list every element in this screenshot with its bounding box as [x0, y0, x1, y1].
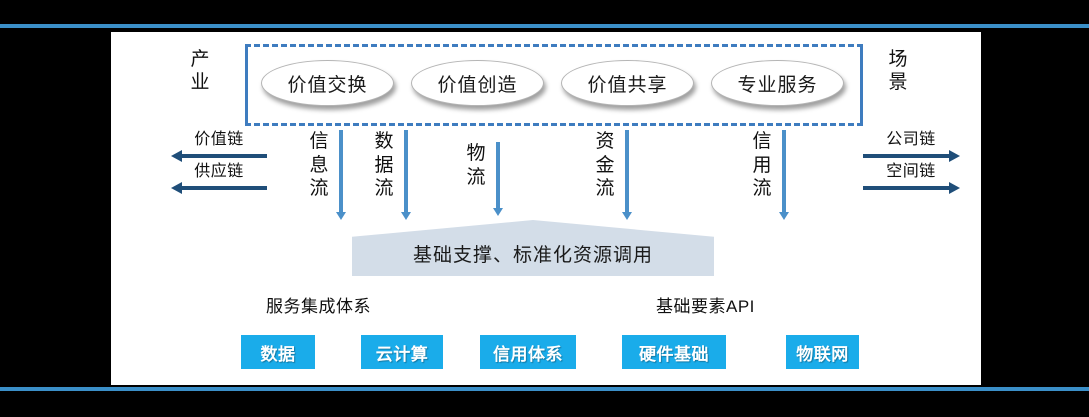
- chain-company-chain: 公司链: [863, 131, 960, 162]
- arrow-shaft: [863, 186, 949, 190]
- foundation-support-banner: 基础支撑、标准化资源调用: [352, 220, 714, 276]
- flow-capital: 资金流: [594, 130, 632, 220]
- flow-information: 信息流: [308, 130, 346, 220]
- chip-data[interactable]: 数据: [241, 335, 315, 369]
- arrow-shaft: [339, 130, 343, 212]
- arrow-head-left-icon: [171, 182, 182, 194]
- chain-supply-chain-label: 供应链: [194, 163, 244, 180]
- chain-space-chain: 空间链: [863, 163, 960, 194]
- chip-iot[interactable]: 物联网: [786, 335, 859, 369]
- arrow-head-down-icon: [493, 208, 503, 216]
- chain-company-chain-label: 公司链: [886, 131, 936, 148]
- foundation-support-banner-label: 基础支撑、标准化资源调用: [412, 245, 653, 266]
- industry-axis-label: 产业: [190, 49, 210, 94]
- flow-credit: 信用流: [751, 130, 789, 220]
- industry-node-value-exchange[interactable]: 价值交换: [261, 60, 394, 106]
- arrow-shaft: [404, 130, 408, 212]
- bottom-accent-rule: [0, 387, 1089, 391]
- flow-logistics: 物流: [465, 142, 503, 216]
- arrow-head-left-icon: [171, 150, 182, 162]
- flow-data-label: 数据流: [374, 131, 394, 200]
- flow-data: 数据流: [373, 130, 411, 220]
- arrow-shaft: [863, 154, 949, 158]
- top-accent-rule: [0, 24, 1089, 28]
- chain-supply-chain: 供应链: [171, 164, 267, 194]
- arrow-head-down-icon: [622, 212, 632, 220]
- chip-credit-system[interactable]: 信用体系: [480, 335, 576, 369]
- arrow-head-right-icon: [949, 182, 960, 194]
- chain-value-chain-label: 价值链: [194, 131, 244, 148]
- flow-information-label: 信息流: [309, 131, 329, 200]
- scene-axis-label: 场景: [888, 49, 908, 94]
- flow-capital-label: 资金流: [595, 131, 615, 200]
- arrow-shaft: [181, 186, 267, 190]
- industry-node-value-sharing[interactable]: 价值共享: [561, 60, 694, 106]
- arrow-shaft: [181, 154, 267, 158]
- arrow-shaft: [782, 130, 786, 212]
- chip-cloud-computing[interactable]: 云计算: [361, 335, 443, 369]
- chip-hardware-foundation[interactable]: 硬件基础: [622, 335, 726, 369]
- industry-node-professional-service[interactable]: 专业服务: [711, 60, 844, 106]
- group-caption-base-element-api: 基础要素API: [656, 297, 755, 316]
- industry-scene-dashed-container: [245, 44, 863, 126]
- diagram-panel: 产业 价值交换 价值创造 价值共享 专业服务 场景 价值链 供应链 公司链: [111, 32, 981, 385]
- arrow-head-down-icon: [336, 212, 346, 220]
- chain-supply-chain-arrow: [171, 182, 267, 194]
- flow-credit-label: 信用流: [752, 131, 772, 200]
- arrow-shaft: [625, 130, 629, 212]
- chain-value-chain-arrow: [171, 150, 267, 162]
- chain-value-chain: 价值链: [171, 132, 267, 162]
- arrow-head-down-icon: [401, 212, 411, 220]
- arrow-shaft: [496, 142, 500, 208]
- arrow-head-down-icon: [779, 212, 789, 220]
- chain-company-chain-arrow: [863, 150, 960, 162]
- group-caption-service-integration: 服务集成体系: [266, 297, 371, 316]
- arrow-head-right-icon: [949, 150, 960, 162]
- industry-node-value-creation[interactable]: 价值创造: [411, 60, 544, 106]
- chain-space-chain-arrow: [863, 182, 960, 194]
- flow-logistics-label: 物流: [466, 143, 486, 188]
- chain-space-chain-label: 空间链: [886, 163, 936, 180]
